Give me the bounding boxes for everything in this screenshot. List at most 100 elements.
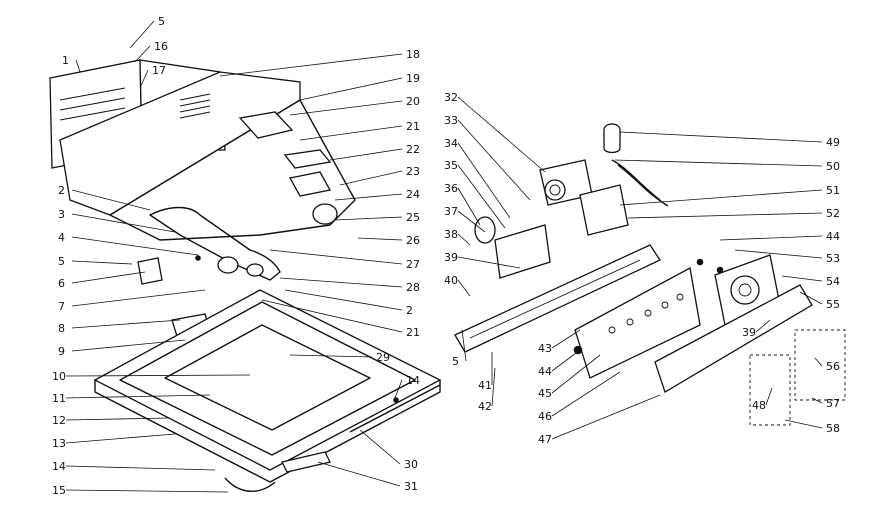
leader-line-c17 (139, 69, 149, 89)
callout-label: 54 (826, 275, 840, 288)
callout-label: 39 (742, 326, 756, 339)
leader-line-c27 (269, 249, 403, 265)
leader-line-c19 (299, 77, 403, 101)
leader-line-c1 (75, 59, 81, 73)
selector-knob (603, 123, 621, 154)
leader-line-c45 (551, 354, 601, 394)
callout-label: 40 (444, 274, 458, 287)
leader-line-c12 (65, 417, 171, 421)
leader-line-c14a (65, 465, 216, 471)
timer-motor (539, 159, 593, 206)
leader-line-c33 (457, 119, 531, 201)
leader-line-c9 (71, 339, 186, 352)
callout-label: 50 (826, 160, 840, 173)
callout-label: 14 (52, 460, 66, 473)
washer-top (93, 289, 442, 492)
leader-line-c7 (71, 289, 206, 307)
bezel-trim (281, 451, 331, 473)
callout-label: 47 (538, 433, 552, 446)
leader-line-c37 (457, 210, 486, 233)
callout-label: 28 (406, 281, 420, 294)
callout-label: 14 (406, 374, 420, 387)
leader-line-c18 (219, 53, 403, 77)
nut-44 (696, 258, 704, 266)
leader-line-c36 (457, 187, 481, 226)
callout-label: 13 (52, 437, 66, 450)
callout-label: 58 (826, 422, 840, 435)
leader-line-c10 (65, 374, 251, 377)
console-base (454, 244, 661, 353)
leader-line-c13 (65, 433, 176, 444)
leader-line-c3 (71, 213, 176, 233)
leader-line-c40 (457, 279, 471, 297)
leader-line-c16 (134, 45, 151, 63)
leader-line-c5a (129, 20, 155, 49)
callout-label: 2 (58, 184, 65, 197)
label-box-48 (749, 354, 791, 426)
leader-line-c48 (765, 387, 773, 406)
leader-line-c39b (755, 319, 771, 333)
label-box-56 (794, 329, 846, 401)
callout-label: 8 (58, 322, 65, 335)
callout-label: 2 (406, 304, 413, 317)
nut-44b (573, 345, 583, 355)
callout-label: 11 (52, 392, 66, 405)
leader-line-c43 (551, 329, 581, 349)
callout-label: 44 (538, 365, 552, 378)
leader-line-c21a (299, 125, 403, 141)
console-trim (654, 284, 813, 393)
callout-label: 46 (538, 410, 552, 423)
leader-line-c24 (334, 193, 403, 201)
callout-label: 15 (52, 484, 66, 497)
leader-line-c50 (614, 159, 823, 167)
callout-label: 22 (406, 143, 420, 156)
callout-label: 21 (406, 326, 420, 339)
callout-label: 45 (538, 387, 552, 400)
leader-line-c52 (627, 212, 823, 219)
leader-line-c2a (71, 189, 151, 211)
leader-line-c11 (65, 394, 211, 399)
callout-label: 5 (58, 255, 65, 268)
callout-label: 27 (406, 258, 420, 271)
leader-line-c57 (811, 397, 823, 404)
callout-label: 25 (406, 211, 420, 224)
leader-lines (65, 20, 823, 493)
leader-line-c14b (394, 379, 403, 399)
callout-label: 56 (826, 360, 840, 373)
callout-label: 5 (452, 355, 459, 368)
callout-label: 26 (406, 234, 420, 247)
callout-label: 35 (444, 159, 458, 172)
leader-line-c2b (284, 289, 403, 311)
control-panel (574, 267, 701, 379)
leader-line-c47 (551, 394, 661, 440)
callout-labels: 1516171819202122232425262728221291430312… (52, 15, 840, 497)
hinge-pivot-2 (246, 263, 264, 277)
leader-line-c26 (357, 237, 403, 241)
callout-label: 41 (478, 379, 492, 392)
callout-label: 48 (752, 399, 766, 412)
leader-line-c28 (279, 277, 403, 288)
switch-knob (312, 203, 338, 225)
callout-label: 44 (826, 230, 840, 243)
leader-line-c44a (551, 349, 581, 372)
callout-label: 33 (444, 114, 458, 127)
lid-switch-bracket (283, 149, 332, 169)
leader-line-c49 (619, 131, 823, 143)
callout-label: 1 (62, 54, 69, 67)
leader-line-c58 (784, 419, 823, 429)
leader-line-c39a (457, 256, 521, 269)
leader-line-c29 (289, 354, 373, 358)
callout-label: 9 (58, 345, 65, 358)
callout-label: 42 (478, 400, 492, 413)
callout-label: 55 (826, 298, 840, 311)
leader-line-c35 (457, 164, 506, 229)
water-level-switch (579, 184, 629, 236)
timer-knob (474, 216, 496, 244)
leader-line-c38 (457, 233, 471, 246)
trim-strip (349, 384, 441, 433)
callout-label: 36 (444, 182, 458, 195)
callout-label: 7 (58, 300, 65, 313)
callout-label: 23 (406, 165, 420, 178)
callout-label: 21 (406, 120, 420, 133)
timer-bracket (494, 224, 551, 279)
